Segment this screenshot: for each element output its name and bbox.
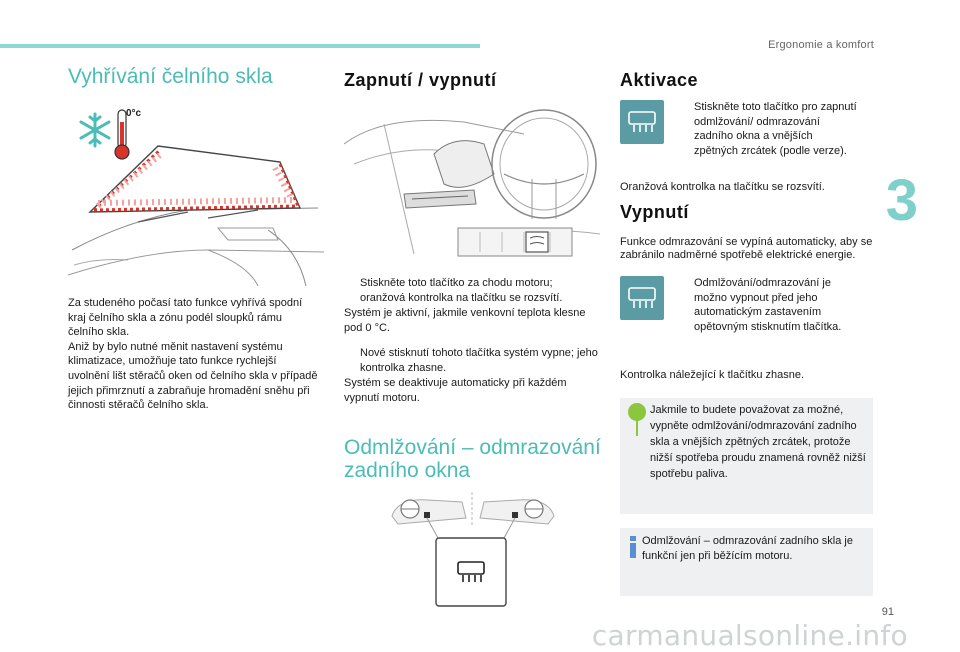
title-on-off: Zapnutí / vypnutí	[344, 70, 497, 90]
windscreen-heating-illustration	[68, 100, 324, 286]
dashboard-illustration	[344, 104, 600, 264]
title-deactivation: Vypnutí	[620, 202, 689, 222]
bullet-activate: Stiskněte toto tlačítko pro zapnutí odml…	[678, 100, 858, 158]
rear-demist-button-icon-2	[620, 276, 664, 320]
bullet-mark	[344, 276, 354, 305]
info-icon	[630, 536, 636, 558]
rear-demist-button	[435, 537, 507, 607]
chapter-number: 3	[885, 168, 918, 233]
info-note-text: Odmlžování – odmrazování zadního skla je…	[642, 535, 853, 562]
eco-leaf-icon	[628, 403, 646, 436]
bullet-deactivate: Odmlžování/odmrazování je možno vypnout …	[678, 276, 858, 334]
rear-demist-button-icon	[620, 100, 664, 144]
windscreen-heating-description: Za studeného počasí tato funkce vyhřívá …	[68, 297, 318, 412]
title-windscreen-heating: Vyhřívání čelního skla	[68, 65, 273, 88]
bullet-mark	[344, 346, 354, 375]
bullet-activate-text: Stiskněte toto tlačítko pro zapnutí odml…	[694, 101, 857, 157]
rear-demist-icon	[628, 111, 656, 132]
indicator-off-text: Kontrolka náležející k tlačítku zhasne.	[620, 369, 805, 381]
temperature-label: 0°c	[126, 108, 142, 119]
page-number: 91	[881, 606, 894, 618]
bullet-press-button-text: Stiskněte toto tlačítko za chodu motoru;…	[360, 277, 563, 304]
section-header: Ergonomie a komfort	[768, 39, 874, 51]
auto-off-text: Funkce odmrazování se vypíná automaticky…	[620, 236, 873, 261]
top-accent-bar	[0, 44, 480, 48]
indicator-lights-text: Oranžová kontrolka na tlačítku se rozsví…	[620, 181, 825, 193]
bullet-press-again: Nové stisknutí tohoto tlačítka systém vy…	[344, 346, 600, 375]
rear-demist-icon	[457, 561, 485, 582]
title-rear-demist: Odmlžování – odmrazování zadního okna	[344, 436, 601, 482]
rear-demist-icon	[628, 287, 656, 308]
bullet-press-again-text: Nové stisknutí tohoto tlačítka systém vy…	[360, 347, 598, 374]
bullet-mark	[678, 276, 688, 334]
thermometer-icon	[114, 109, 130, 160]
system-active-text: Systém je aktivní, jakmile venkovní tepl…	[344, 307, 586, 334]
bullet-mark	[678, 100, 688, 158]
title-activation: Aktivace	[620, 70, 699, 90]
eco-note-text: Jakmile to budete považovat za možné, vy…	[650, 404, 866, 480]
button-strip-detail	[457, 227, 573, 257]
system-deactivates-text: Systém se deaktivuje automaticky při kaž…	[344, 377, 567, 404]
bullet-deactivate-text: Odmlžování/odmrazování je možno vypnout …	[694, 277, 842, 333]
watermark: carmanualsonline.info	[591, 619, 908, 652]
eco-note-box: Jakmile to budete považovat za možné, vy…	[620, 398, 873, 514]
bullet-press-button: Stiskněte toto tlačítko za chodu motoru;…	[344, 276, 600, 305]
info-note-box: Odmlžování – odmrazování zadního skla je…	[620, 528, 873, 596]
snowflake-icon	[79, 112, 111, 148]
rear-demist-button-illustration	[391, 492, 555, 607]
